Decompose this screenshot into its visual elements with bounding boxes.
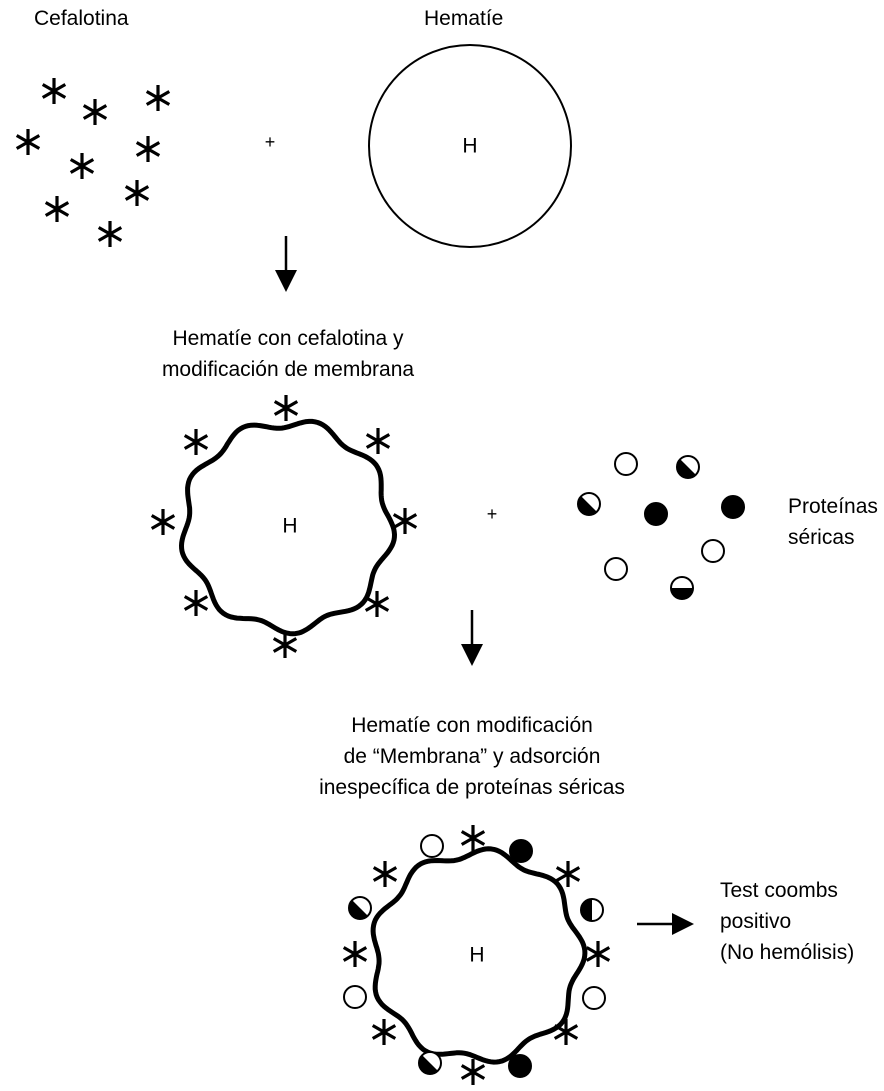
protein-open: [614, 452, 638, 476]
result-line1: Test coombs: [720, 879, 838, 902]
plus-sign: +: [487, 504, 498, 524]
protein-half-diag: [676, 455, 700, 479]
serum-proteins: [343, 452, 745, 1078]
plus-sign: +: [265, 132, 276, 152]
protein-half-v: [580, 898, 604, 922]
result-line2: positivo: [720, 910, 792, 933]
cefalotina-star: [135, 136, 161, 162]
protein-open: [582, 986, 606, 1010]
step2-title-line1: Hematíe con cefalotina y: [172, 327, 404, 350]
cefalotina-star: [69, 153, 95, 179]
step3-title-line1: Hematíe con modificación: [351, 714, 593, 737]
cefalotina-star: [150, 509, 176, 535]
cefalotina-star: [460, 825, 486, 851]
protein-open: [420, 834, 444, 858]
cefalotina-star: [44, 196, 70, 222]
protein-filled: [509, 839, 533, 863]
step2-title-line2: modificación de membrana: [161, 358, 415, 381]
hematie-label: Hematíe: [424, 7, 504, 30]
down-arrow-1: [275, 236, 297, 292]
arrows: [275, 236, 694, 935]
cefalotina-star: [460, 1059, 486, 1085]
cefalotina-star: [555, 861, 581, 887]
protein-open: [343, 985, 367, 1009]
cefalotina-star: [183, 590, 209, 616]
proteinas-label-line2: séricas: [788, 526, 855, 549]
result-arrow: [637, 913, 694, 935]
protein-half-h: [670, 576, 694, 600]
cefalotina-star: [124, 180, 150, 206]
cefalotina-star: [364, 591, 390, 617]
protein-half-diag: [418, 1051, 442, 1075]
cell-letter: H: [462, 135, 477, 158]
modified-red-cell: [179, 418, 397, 637]
cefalotina-star: [372, 861, 398, 887]
cefalotina-star: [273, 395, 299, 421]
svg-text: + H H + H: [265, 132, 498, 967]
cefalotina-star: [82, 99, 108, 125]
down-arrow-2: [461, 610, 483, 666]
cefalotina-label: Cefalotina: [34, 7, 129, 30]
result-line3: (No hemólisis): [720, 941, 855, 964]
cefalotina-molecules: [15, 78, 611, 1085]
cells: [179, 44, 588, 1065]
cefalotina-star: [272, 632, 298, 658]
protein-half-diag: [577, 492, 601, 516]
cefalotina-star: [183, 429, 209, 455]
cefalotina-star: [365, 428, 391, 454]
protein-open: [701, 539, 725, 563]
cell-letter: H: [282, 515, 297, 538]
cefalotina-star: [15, 129, 41, 155]
cell-letter: H: [469, 944, 484, 967]
protein-open: [604, 557, 628, 581]
protein-filled: [508, 1054, 532, 1078]
cefalotina-star: [342, 941, 368, 967]
protein-filled: [644, 502, 668, 526]
protein-half-diag: [348, 896, 372, 920]
cefalotina-star: [41, 78, 67, 104]
coated-red-cell: [370, 846, 588, 1065]
step3-title-line3: inespecífica de proteínas séricas: [319, 776, 625, 799]
protein-filled: [721, 495, 745, 519]
cefalotina-star: [145, 85, 171, 111]
cefalotina-star: [97, 221, 123, 247]
cefalotina-star: [585, 941, 611, 967]
cefalotina-star: [392, 508, 418, 534]
cefalotina-star: [553, 1019, 579, 1045]
cefalotina-star: [371, 1019, 397, 1045]
proteinas-label-line1: Proteínas: [788, 495, 878, 518]
step3-title-line2: de “Membrana” y adsorción: [343, 745, 601, 768]
normal-red-cell: [368, 44, 572, 248]
